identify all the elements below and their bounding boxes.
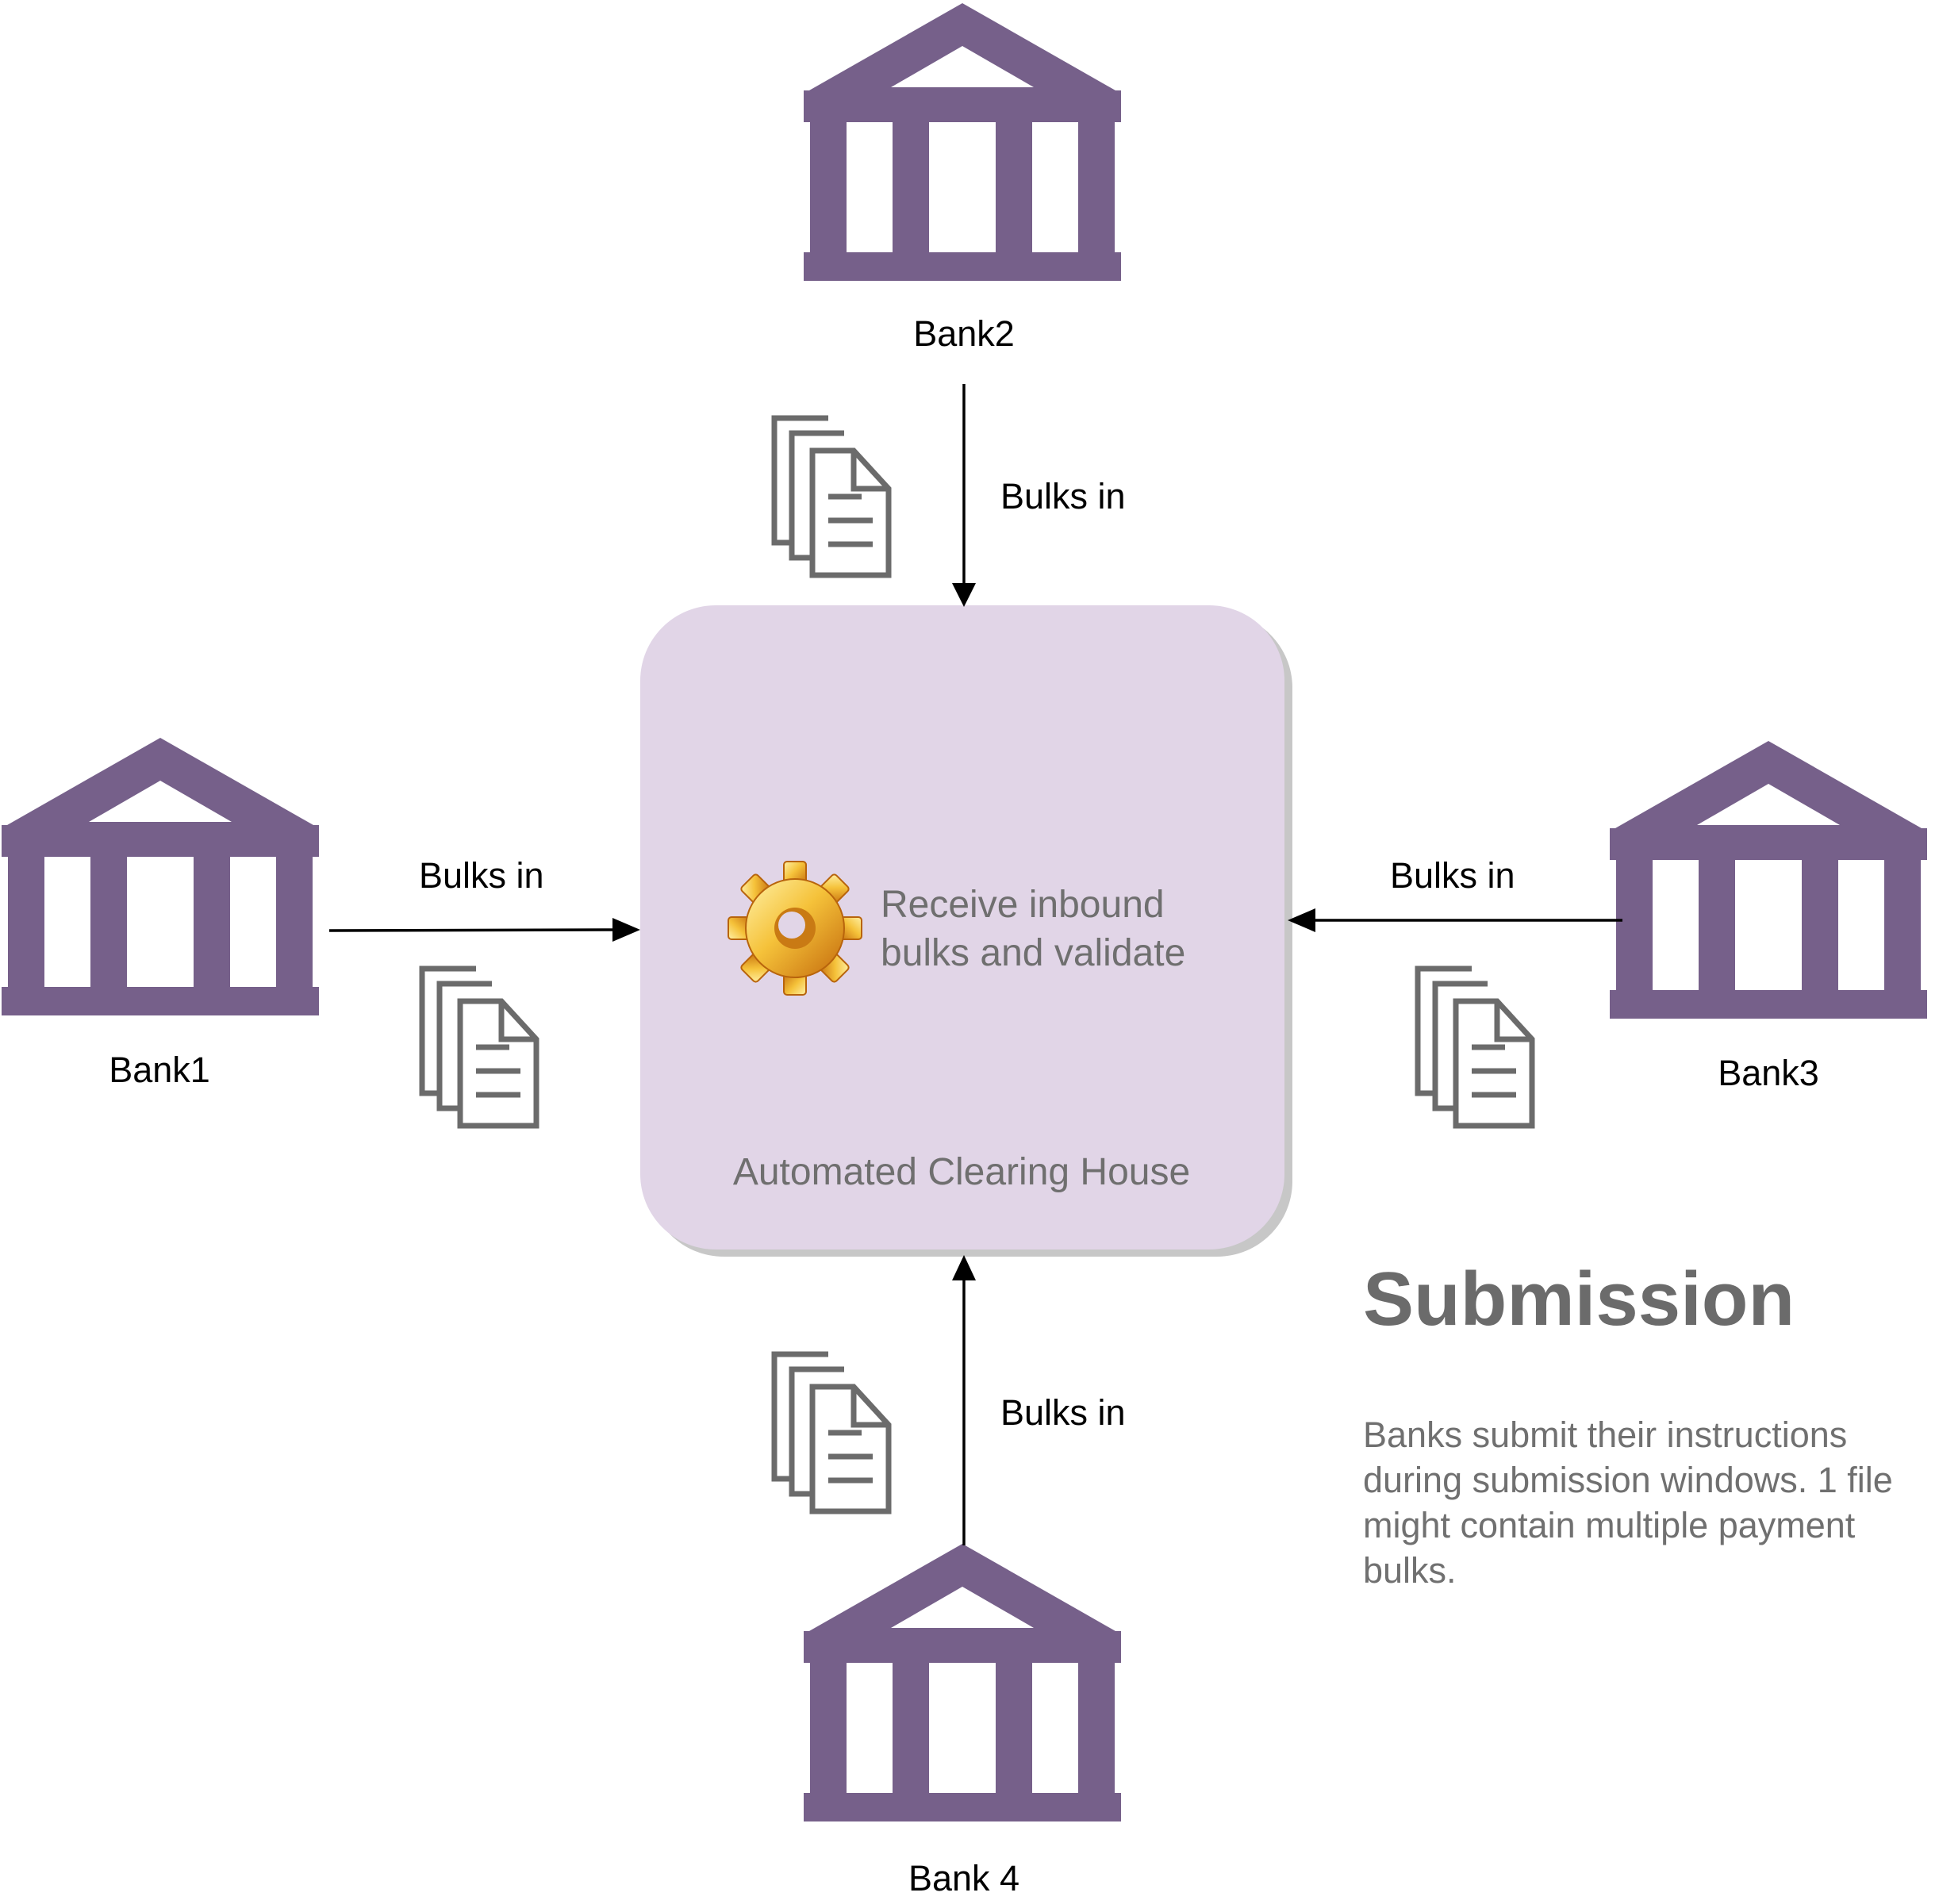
bank4-label: Bank 4: [908, 1858, 1020, 1898]
process-label: Receive inbound bulks and validate: [881, 881, 1185, 977]
clearing-house-name: Automated Clearing House: [732, 1151, 1191, 1193]
bank1-label: Bank1: [109, 1050, 210, 1090]
gear-icon: [728, 861, 862, 996]
arrow-bank1-to-ach: [328, 918, 640, 942]
arrow-bank3-to-ach: [1288, 908, 1622, 932]
documents-icon: [774, 1354, 889, 1511]
bank2-icon: [804, 3, 1121, 281]
flow-label-bank4: Bulks in: [1000, 1392, 1126, 1433]
bank3-label: Bank3: [1718, 1053, 1819, 1093]
bank2-label: Bank2: [913, 313, 1015, 354]
documents-icon: [774, 418, 889, 575]
process-label-line: Receive inbound: [881, 884, 1165, 926]
section-heading: Submission: [1363, 1257, 1795, 1342]
clearing-house-box: [640, 605, 1292, 1257]
process-label-line: bulks and validate: [881, 932, 1186, 974]
bank3-icon: [1610, 741, 1927, 1019]
arrow-bank2-to-ach: [952, 384, 976, 607]
documents-icon: [1418, 969, 1532, 1126]
flow-label-bank2: Bulks in: [1000, 476, 1126, 516]
documents-icon: [422, 969, 536, 1126]
bank1-icon: [2, 738, 319, 1015]
bank4-icon: [804, 1544, 1121, 1821]
flow-label-bank1: Bulks in: [419, 855, 544, 896]
section-description: Banks submit their instructions during s…: [1363, 1415, 1893, 1591]
arrow-bank4-to-ach: [952, 1255, 976, 1545]
flow-label-bank3: Bulks in: [1390, 855, 1515, 896]
